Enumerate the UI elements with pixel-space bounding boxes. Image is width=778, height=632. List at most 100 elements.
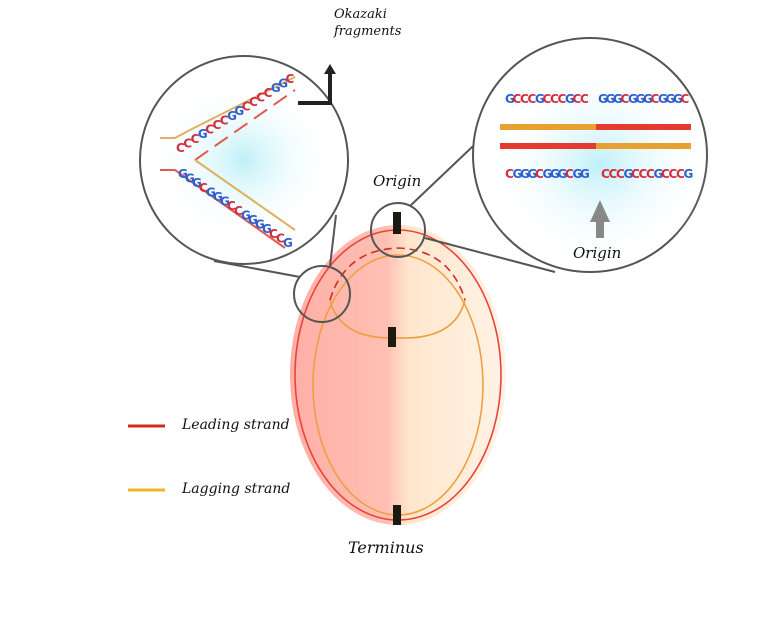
nucleotide: C xyxy=(646,167,655,181)
nucleotide: C xyxy=(276,231,285,245)
nucleotide: G xyxy=(234,104,244,118)
okazaki-arrow xyxy=(298,72,332,105)
nucleotide: G xyxy=(606,92,616,106)
nucleotide: C xyxy=(249,95,258,109)
nucleotide: C xyxy=(681,92,690,106)
origin-label: Origin xyxy=(373,172,422,190)
nucleotide: C xyxy=(535,167,544,181)
nucleotide: C xyxy=(176,141,185,155)
nucleotide: C xyxy=(234,204,243,218)
nucleotide: C xyxy=(558,92,567,106)
cell-body xyxy=(290,225,506,525)
fork-focus-circle xyxy=(293,265,351,323)
nucleotide: C xyxy=(543,92,552,106)
nucleotide: G xyxy=(248,213,258,227)
nucleotide: C xyxy=(580,92,589,106)
nucleotide: C xyxy=(213,118,222,132)
origin-up-arrow-icon xyxy=(590,200,610,238)
nucleotide: C xyxy=(573,92,582,106)
nucleotide: G xyxy=(580,167,590,181)
nucleotide: C xyxy=(565,167,574,181)
nucleotide: C xyxy=(528,92,537,106)
nucleotide: G xyxy=(558,167,568,181)
nucleotide: G xyxy=(185,172,195,186)
okazaki-label: Okazaki fragments xyxy=(334,7,402,39)
leading-new xyxy=(194,159,296,231)
nucleotide: C xyxy=(676,167,685,181)
connector-line xyxy=(329,214,337,267)
nucleotide: C xyxy=(639,167,648,181)
nucleotide: C xyxy=(269,227,278,241)
nucleotide: G xyxy=(654,167,664,181)
nucleotide: C xyxy=(242,100,251,114)
nucleotide: G xyxy=(206,185,216,199)
terminus-label: Terminus xyxy=(348,538,424,557)
nucleotide: C xyxy=(286,72,295,86)
nucleotide: C xyxy=(505,167,514,181)
nucleotide: G xyxy=(666,92,676,106)
nucleotide: G xyxy=(220,195,230,209)
nucleotide: G xyxy=(528,167,538,181)
nucleotide: G xyxy=(262,222,272,236)
origin-zoom-label: Origin xyxy=(573,244,622,262)
nucleotide: G xyxy=(613,92,623,106)
nucleotide: C xyxy=(621,92,630,106)
nucleotide: G xyxy=(573,167,583,181)
connector-line xyxy=(424,237,556,273)
lagging-bar xyxy=(596,143,691,149)
nucleotide: C xyxy=(601,167,610,181)
nucleotide: C xyxy=(227,199,236,213)
nucleotide: G xyxy=(598,92,608,106)
nucleotide: C xyxy=(616,167,625,181)
nucleotide: C xyxy=(631,167,640,181)
nucleotide: G xyxy=(658,92,668,106)
okazaki-fragments xyxy=(194,89,296,161)
lagging-template xyxy=(160,76,296,139)
nucleotide: C xyxy=(651,92,660,106)
legend-leading-label: Leading strand xyxy=(182,417,290,433)
nucleotide: G xyxy=(513,167,523,181)
nucleotide: C xyxy=(220,113,229,127)
leading-bar xyxy=(596,124,691,130)
nucleotide: G xyxy=(673,92,683,106)
nucleotide: C xyxy=(264,86,273,100)
nucleotide: G xyxy=(643,92,653,106)
nucleotide: C xyxy=(205,123,214,137)
origin-marker xyxy=(393,212,401,234)
nucleotide: G xyxy=(535,92,545,106)
nucleotide: G xyxy=(178,167,188,181)
lagging-bar xyxy=(500,124,596,130)
nucleotide: C xyxy=(520,92,529,106)
nucleotide: C xyxy=(513,92,522,106)
nucleotide: G xyxy=(283,236,293,250)
leading-template xyxy=(160,169,286,249)
nucleotide: G xyxy=(505,92,515,106)
nucleotide: C xyxy=(256,90,265,104)
nucleotide: G xyxy=(192,176,202,190)
nucleotide: G xyxy=(198,127,208,141)
nucleotide: G xyxy=(624,167,634,181)
left-zoom-bg xyxy=(154,80,334,240)
nucleotide: G xyxy=(271,81,281,95)
okazaki-arrowhead-icon xyxy=(324,64,336,74)
terminus-marker xyxy=(393,505,401,525)
nucleotide: G xyxy=(255,218,265,232)
nucleotide: G xyxy=(550,167,560,181)
nucleotide: G xyxy=(241,208,251,222)
nucleotide: G xyxy=(684,167,694,181)
nucleotide: C xyxy=(183,136,192,150)
nucleotide: G xyxy=(278,77,288,91)
leading-bar xyxy=(500,143,596,149)
nucleotide: C xyxy=(550,92,559,106)
nucleotide: C xyxy=(609,167,618,181)
nucleotide: G xyxy=(628,92,638,106)
nucleotide: G xyxy=(213,190,223,204)
replication-bubble xyxy=(329,299,466,339)
nucleotide: G xyxy=(565,92,575,106)
right-zoom-bg xyxy=(490,65,710,265)
